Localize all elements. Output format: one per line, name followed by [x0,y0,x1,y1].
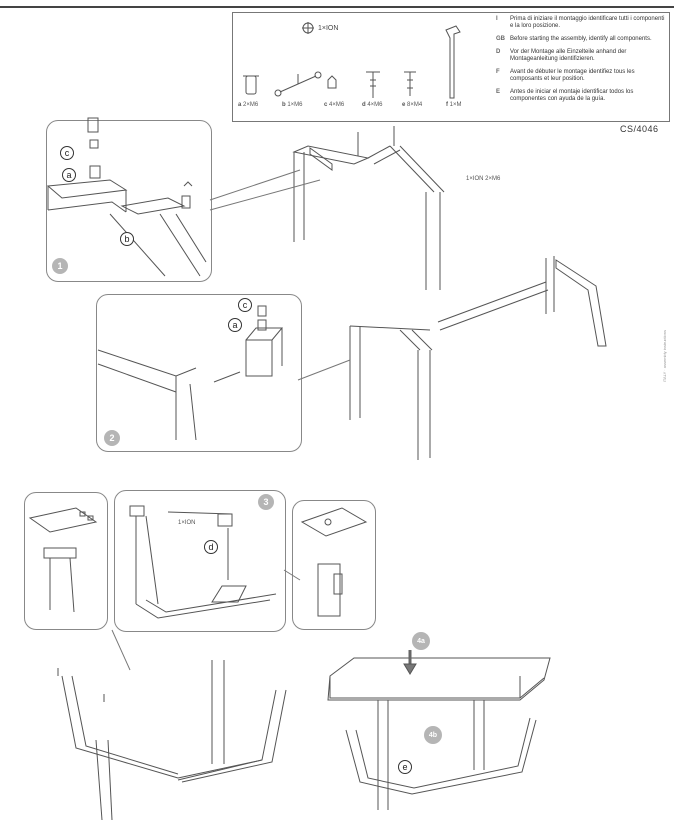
step3-main-detail-panel [114,490,286,632]
callout-c-step2: c [238,298,252,312]
step-1-badge: 1 [52,258,68,274]
multi-tool-label: 1×ION [318,25,339,32]
step4-table-drawing [327,650,551,810]
part-c-label: c 4×M6 [324,102,345,108]
step2-detail-panel [96,294,302,452]
product-code: CS/4046 [620,124,659,134]
part-b-label: b 1×M6 [282,102,303,108]
step-4b-badge: 4b [424,726,442,744]
step3-main-detail-drawing [129,505,277,619]
step3-hardware-label: 1×ION [178,520,196,526]
part-e-icon [404,71,416,96]
part-b-icon [274,71,322,97]
step-4a-badge: 4a [412,632,430,650]
step1-hardware-label: 1×ION 2×M6 [466,176,501,182]
step-3-badge: 3 [258,494,274,510]
step2-frame-drawing [349,256,607,460]
side-vertical-text: ITALY · assembly instructions [662,330,667,383]
step2-detail-drawing [97,305,284,441]
step3-right-detail-drawing [300,507,368,617]
callout-a-step1: a [62,168,76,182]
callout-a-step2: a [228,318,242,332]
callout-c-step1: c [60,146,74,160]
step3-frame-drawing [57,660,287,821]
step-2-badge: 2 [104,430,120,446]
step3-right-detail-panel [292,500,376,630]
part-d-icon [366,71,380,98]
top-rule [0,6,674,8]
callout-e-step4: e [398,760,412,774]
callout-b-step1: b [120,232,134,246]
step1-detail-drawing [46,117,207,277]
multi-tool-icon [302,22,314,34]
step1-frame-drawing [292,126,445,290]
step3-left-detail-drawing [28,507,98,613]
part-d-label: d 4×M6 [362,102,383,108]
step1-detail-panel [46,120,212,282]
part-f-allen-key-icon [445,25,461,99]
parts-legend-box [232,12,670,122]
part-a-icon [243,75,259,95]
part-a-label: a 2×M6 [238,102,259,108]
step3-left-detail-panel [24,492,108,630]
part-c-icon [327,75,337,89]
part-f-label: f 1×M [446,102,462,108]
part-e-label: e 8×M4 [402,102,423,108]
callout-d-step3: d [204,540,218,554]
